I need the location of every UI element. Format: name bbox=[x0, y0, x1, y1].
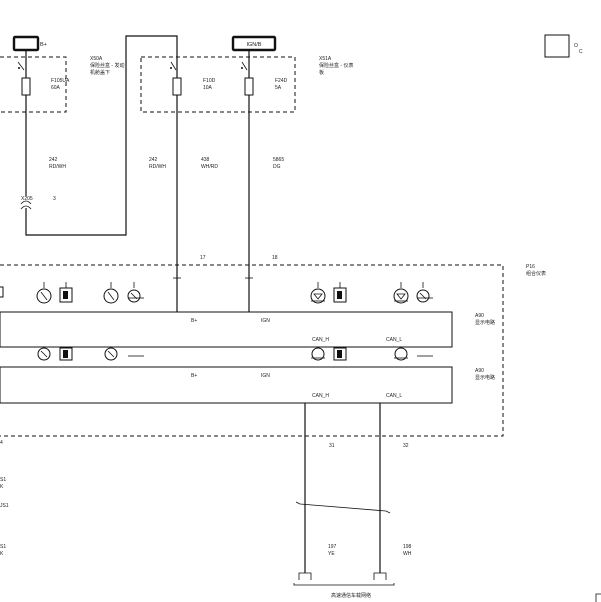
wire-198-num: 198 bbox=[403, 544, 412, 550]
board1-desc: 显示电路 bbox=[475, 319, 495, 326]
wire-5865-color: DG bbox=[273, 164, 281, 170]
display-board-a90-2: B+ IGN CAN_H CAN_L A90 显示电路 bbox=[0, 366, 495, 404]
module-p16: P16 组合仪表 17 18 bbox=[0, 255, 546, 437]
fuse-block-x51a-id: X51A bbox=[319, 56, 332, 62]
pin-32: 32 bbox=[403, 443, 409, 449]
board1-canh: CAN_H bbox=[312, 337, 329, 343]
wire-5865-num: 5865 bbox=[273, 157, 284, 163]
partial-indicator-icon bbox=[0, 286, 4, 298]
wire-197-num: 197 bbox=[328, 544, 337, 550]
connector-x205-id: X205 bbox=[21, 196, 33, 202]
warning-lamp-icon bbox=[393, 282, 409, 304]
wire-242b-num: 242 bbox=[149, 157, 158, 163]
ign-source-label: IGN/B bbox=[247, 42, 262, 48]
fuse-f10d: F10D 10A bbox=[170, 61, 216, 96]
fuse-block-x50a-desc2: 机舱盖下 bbox=[90, 69, 110, 76]
wire-242b-color: RD/WH bbox=[149, 164, 166, 170]
fuse-block-x50a-id: X50A bbox=[90, 56, 103, 62]
gauge-icon bbox=[104, 347, 118, 361]
module-p16-desc: 组合仪表 bbox=[526, 270, 546, 277]
left-fragment-3: K bbox=[0, 484, 4, 490]
display-board-a90-1: B+ IGN CAN_H CAN_L A90 显示电路 bbox=[0, 311, 495, 348]
board2-canh: CAN_H bbox=[312, 393, 329, 399]
network-label: 高速通信车载网络 bbox=[331, 592, 371, 599]
board1-id: A90 bbox=[475, 313, 484, 319]
fuel-icon bbox=[333, 282, 347, 303]
fuel-icon bbox=[59, 347, 73, 361]
wire-198-color: WH bbox=[403, 551, 412, 557]
fuel-icon bbox=[59, 282, 73, 303]
fuse-f105ua: F105UA 60A bbox=[17, 61, 70, 96]
board1-bplus: B+ bbox=[191, 318, 197, 324]
module-p16-id: P16 bbox=[526, 264, 535, 270]
fuse-block-x50a: X50A 保险丝盒 - 发动 机舱盖下 bbox=[0, 56, 124, 113]
fuse-block-x51a-desc2: 板 bbox=[319, 69, 324, 76]
gauge-icon bbox=[36, 282, 52, 304]
fuse-block-x51a-desc1: 保险丝盒 - 仪表 bbox=[319, 62, 353, 69]
left-fragment-1: 4 bbox=[0, 440, 3, 446]
legend-c: C bbox=[579, 49, 583, 55]
wire-197-color: YE bbox=[328, 551, 335, 557]
gauge-icon bbox=[103, 282, 119, 304]
board2-ign: IGN bbox=[261, 373, 270, 379]
connector-x205: X205 3 bbox=[20, 196, 56, 210]
lamp-icon bbox=[416, 282, 433, 303]
board1-canl: CAN_L bbox=[386, 337, 402, 343]
lamp-icon bbox=[127, 282, 144, 303]
wire-242a-num: 242 bbox=[49, 157, 58, 163]
pin-17: 17 bbox=[200, 255, 206, 261]
fuse-f10d-rating: 10A bbox=[203, 85, 213, 91]
left-fragments: 4 S1 K JS1 S1 K bbox=[0, 440, 9, 557]
fuel-icon bbox=[333, 347, 347, 361]
can-bus-wires: 31 32 197 YE 198 WH bbox=[295, 403, 412, 573]
corner-mark bbox=[595, 593, 601, 602]
gauge-icon bbox=[37, 347, 51, 361]
warning-lamp-icon bbox=[394, 347, 408, 361]
bplus-source: B+ bbox=[12, 35, 47, 52]
board1-ign: IGN bbox=[261, 318, 270, 324]
bplus-source-label: B+ bbox=[40, 42, 47, 48]
network-connector: 高速通信车载网络 bbox=[293, 572, 395, 599]
fuse-block-x50a-desc1: 保险丝盒 - 发动 bbox=[90, 62, 124, 69]
board2-bplus: B+ bbox=[191, 373, 197, 379]
board2-desc: 显示电路 bbox=[475, 374, 495, 381]
fuse-f105ua-id: F105UA bbox=[51, 78, 70, 84]
legend: O C bbox=[544, 34, 583, 58]
connector-x205-pin: 3 bbox=[53, 196, 56, 202]
wire-bplus-path bbox=[25, 35, 178, 278]
ign-source: IGN/B bbox=[231, 35, 277, 52]
warning-lamp-icon bbox=[310, 282, 326, 304]
legend-o: O bbox=[574, 43, 578, 49]
fuse-f24d-id: F24D bbox=[275, 78, 288, 84]
fuse-f105ua-rating: 60A bbox=[51, 85, 61, 91]
board2-canl: CAN_L bbox=[386, 393, 402, 399]
fuse-f24d-rating: 5A bbox=[275, 85, 282, 91]
left-fragment-2: S1 bbox=[0, 477, 6, 483]
board2-id: A90 bbox=[475, 368, 484, 374]
fuse-block-x51a: X51A 保险丝盒 - 仪表 板 bbox=[140, 56, 353, 113]
instrument-icons-row1 bbox=[0, 282, 433, 304]
left-fragment-5: S1 bbox=[0, 544, 6, 550]
left-fragment-6: K bbox=[0, 551, 4, 557]
instrument-icons-row2 bbox=[37, 347, 433, 361]
pin-18: 18 bbox=[272, 255, 278, 261]
wire-242a-color: RD/WH bbox=[49, 164, 66, 170]
wire-438-color: WH/RD bbox=[201, 164, 218, 170]
wire-labels: 242 RD/WH 242 RD/WH 438 WH/RD 5865 DG bbox=[49, 157, 284, 170]
warning-lamp-icon bbox=[311, 347, 325, 361]
fuse-f10d-id: F10D bbox=[203, 78, 216, 84]
wire-438-num: 438 bbox=[201, 157, 210, 163]
pin-31: 31 bbox=[329, 443, 335, 449]
left-fragment-4: JS1 bbox=[0, 503, 9, 509]
fuse-f24d: F24D 5A bbox=[241, 61, 288, 96]
